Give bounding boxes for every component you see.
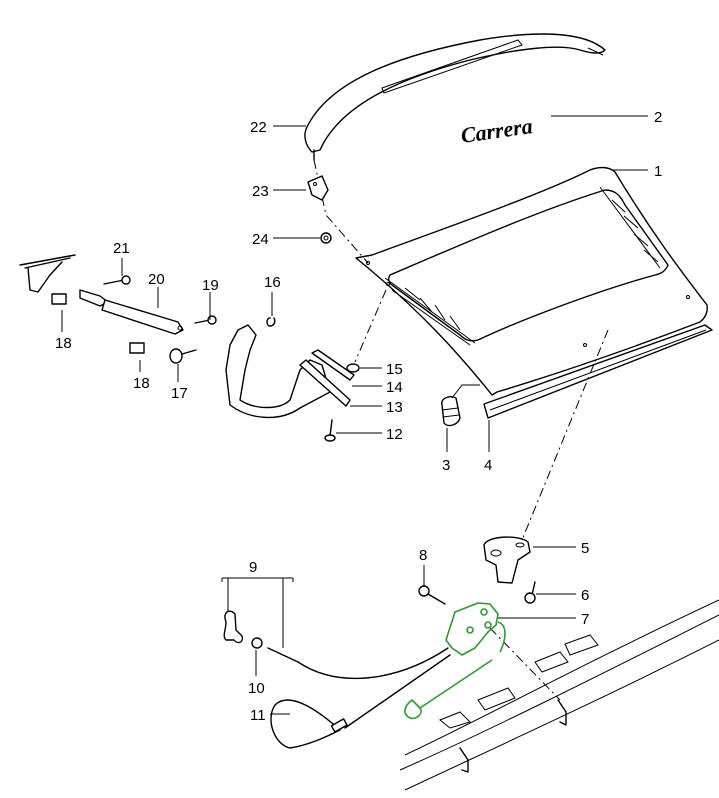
bracket-part-23[interactable]: [307, 175, 329, 201]
assembly-line: [313, 159, 369, 264]
callout-15[interactable]: 15: [386, 361, 403, 378]
body-panel: [399, 599, 719, 791]
bolt-part-19[interactable]: [194, 315, 217, 325]
screw-part-12[interactable]: [324, 419, 336, 442]
callout-20[interactable]: 20: [148, 271, 165, 288]
callout-16[interactable]: 16: [264, 274, 281, 291]
pin-part-17[interactable]: [169, 348, 197, 364]
callout-labels: 1 2 3 4 5 6 7 8 9 10 11 12 13 14 15 16 1…: [55, 109, 662, 724]
bolt-part-8[interactable]: [418, 585, 446, 605]
callout-18b[interactable]: 18: [133, 375, 150, 392]
release-handle-part-9[interactable]: [223, 610, 244, 644]
clip-nut-part-18b[interactable]: [129, 342, 145, 354]
callout-22[interactable]: 22: [250, 119, 267, 136]
callout-9[interactable]: 9: [249, 559, 257, 576]
clip-part-16[interactable]: [266, 317, 276, 327]
callout-23[interactable]: 23: [252, 183, 269, 200]
callout-5[interactable]: 5: [581, 540, 589, 557]
callout-17[interactable]: 17: [171, 385, 188, 402]
clip-nut-part-18a[interactable]: [51, 293, 67, 305]
callout-10[interactable]: 10: [248, 680, 265, 697]
carrera-logo: Carrera: [459, 113, 534, 148]
callout-14[interactable]: 14: [386, 379, 403, 396]
callout-2[interactable]: 2: [654, 109, 662, 126]
hinge-arm[interactable]: [225, 324, 355, 419]
callout-8[interactable]: 8: [419, 547, 427, 564]
spoiler-part-22[interactable]: [304, 33, 606, 161]
lock-part-7-highlighted[interactable]: [404, 602, 506, 720]
callout-1[interactable]: 1: [654, 163, 662, 180]
assembly-line: [354, 289, 387, 363]
assembly-line: [489, 627, 561, 701]
callout-21[interactable]: 21: [113, 240, 130, 257]
bolt-part-21[interactable]: [103, 275, 131, 285]
callout-6[interactable]: 6: [581, 587, 589, 604]
grommet-part-24[interactable]: [320, 232, 332, 244]
callout-19[interactable]: 19: [202, 277, 219, 294]
callout-18a[interactable]: 18: [55, 335, 72, 352]
callout-11[interactable]: 11: [250, 707, 266, 724]
callout-24[interactable]: 24: [252, 231, 269, 248]
leader-lines: [61, 115, 648, 715]
hinge-mount: [19, 254, 76, 293]
engine-lid-part-1[interactable]: [355, 166, 708, 396]
callout-12[interactable]: 12: [386, 426, 403, 443]
callout-7[interactable]: 7: [581, 611, 589, 628]
buffer-part-3[interactable]: [441, 384, 480, 427]
striker-part-5[interactable]: [483, 536, 531, 584]
gas-strut-part-20[interactable]: [79, 289, 184, 335]
carrera-emblem-part-2[interactable]: Carrera: [459, 113, 534, 148]
callout-4[interactable]: 4: [484, 457, 492, 474]
washer-part-15[interactable]: [346, 363, 360, 373]
seal-strip-part-4[interactable]: [483, 324, 713, 419]
screw-part-6[interactable]: [524, 581, 536, 604]
callout-13[interactable]: 13: [386, 399, 403, 416]
threaded-end: [267, 647, 299, 663]
callout-3[interactable]: 3: [442, 457, 450, 474]
nut-part-10[interactable]: [251, 637, 263, 649]
cable-part-11[interactable]: [270, 647, 451, 749]
